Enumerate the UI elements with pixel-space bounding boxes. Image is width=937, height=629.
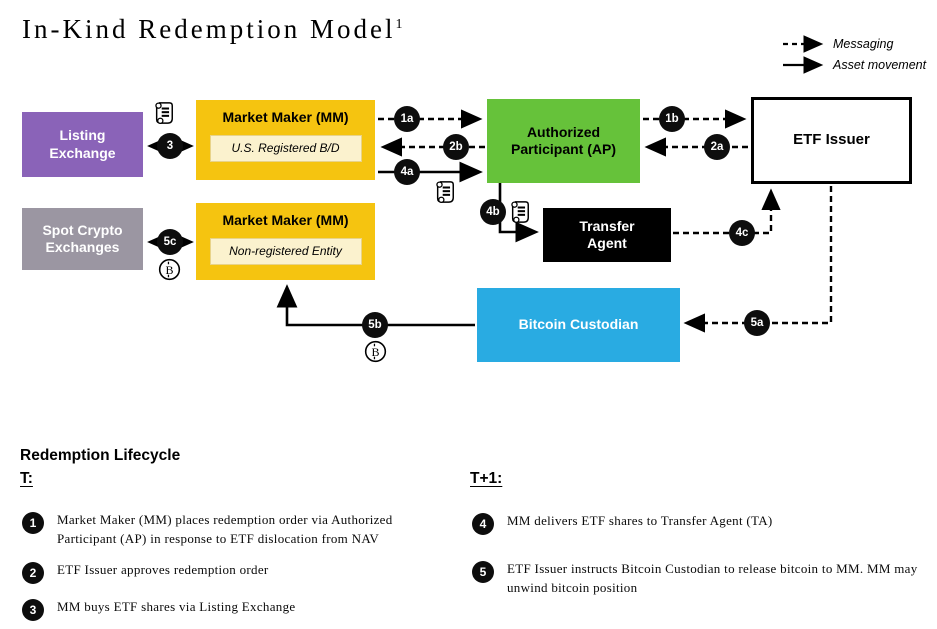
badge-1a: 1a [394,106,420,132]
spot-crypto-label: Spot Crypto Exchanges [42,221,123,256]
badge-2b: 2b [443,134,469,160]
connector-lines [147,35,833,333]
badge-1b: 1b [659,106,685,132]
lifecycle-step-1: 1 Market Maker (MM) places redemption or… [22,511,437,549]
market-maker-title: Market Maker (MM) [222,109,349,125]
bitcoin-icon: B [364,340,387,363]
node-bitcoin-custodian: Bitcoin Custodian [477,288,680,362]
badge-5c: 5c [157,229,183,255]
badge-4c: 4c [729,220,755,246]
node-authorized-participant: Authorized Participant (AP) [487,99,640,183]
step-text: MM delivers ETF shares to Transfer Agent… [507,513,773,528]
badge-5b: 5b [362,312,388,338]
lifecycle-step-5: 5 ETF Issuer instructs Bitcoin Custodian… [472,560,932,598]
badge-4b: 4b [480,199,506,225]
step-number-badge: 1 [22,512,44,534]
node-spot-crypto-exchanges: Spot Crypto Exchanges [22,208,143,270]
step-number-badge: 2 [22,562,44,584]
node-market-maker-registered: Market Maker (MM) U.S. Registered B/D [196,100,375,180]
transfer-agent-label: Transfer Agent [579,217,635,252]
node-etf-issuer: ETF Issuer [751,97,912,184]
badge-5a: 5a [744,310,770,336]
wire-4b [498,183,539,243]
footnote-marker: 1 [395,17,403,32]
scroll-icon [155,102,173,125]
legend-messaging-label: Messaging [833,37,894,51]
node-transfer-agent: Transfer Agent [543,208,671,262]
step-text: Market Maker (MM) places redemption orde… [57,512,393,546]
lifecycle-col-t-heading: T: [20,470,33,487]
lifecycle-step-4: 4 MM delivers ETF shares to Transfer Age… [472,512,932,535]
bitcoin-icon: B [158,258,181,281]
bitcoin-custodian-label: Bitcoin Custodian [518,316,639,333]
lifecycle-col-t1-heading: T+1: [470,470,503,487]
wire-5b [276,284,475,327]
market-maker-subtype: Non-registered Entity [209,237,362,265]
badge-2a: 2a [704,134,730,160]
market-maker-subtype: U.S. Registered B/D [209,134,362,162]
svg-text:B: B [165,263,173,277]
legend-asset-label: Asset movement [833,58,927,72]
step-number-badge: 3 [22,599,44,621]
wire-4c [673,188,781,235]
listing-exchange-label: Listing Exchange [49,127,116,161]
wire-5a [683,186,833,333]
scroll-icon [436,181,454,204]
step-text: MM buys ETF shares via Listing Exchange [57,599,296,614]
step-number-badge: 4 [472,513,494,535]
market-maker-title: Market Maker (MM) [222,212,349,228]
lifecycle-heading: Redemption Lifecycle [20,447,181,464]
badge-3: 3 [157,133,183,159]
step-text: ETF Issuer instructs Bitcoin Custodian t… [507,561,918,595]
svg-text:B: B [371,345,379,359]
node-market-maker-nonregistered: Market Maker (MM) Non-registered Entity [196,203,375,280]
lifecycle-step-2: 2 ETF Issuer approves redemption order [22,561,437,584]
authorized-participant-label: Authorized Participant (AP) [510,123,616,158]
page-title: In-Kind Redemption Model1 [22,14,403,44]
step-text: ETF Issuer approves redemption order [57,562,269,577]
node-listing-exchange: Listing Exchange [22,112,143,177]
etf-issuer-label: ETF Issuer [793,131,870,149]
badge-4a: 4a [394,159,420,185]
lifecycle-step-3: 3 MM buys ETF shares via Listing Exchang… [22,598,437,621]
step-number-badge: 5 [472,561,494,583]
scroll-icon [511,201,529,224]
